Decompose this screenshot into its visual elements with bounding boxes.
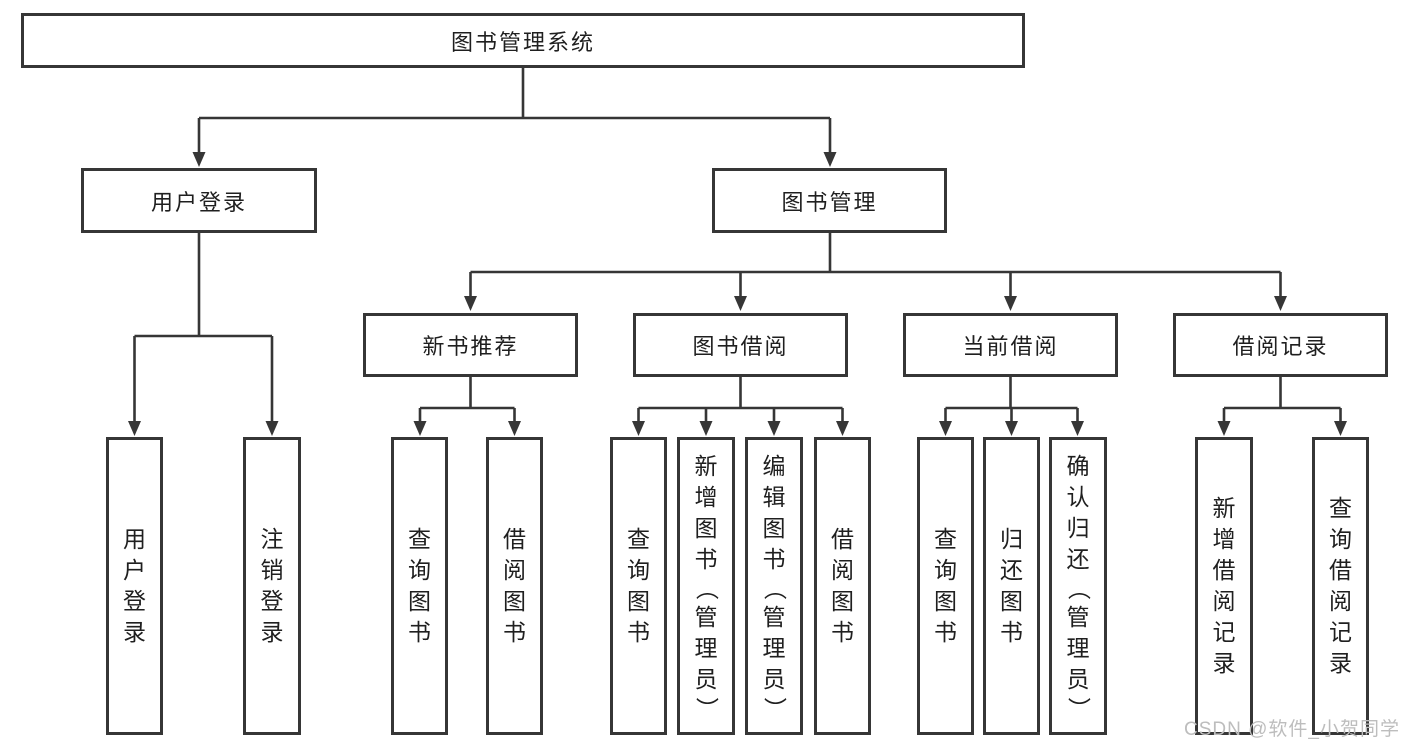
leaf-add-book-admin-label: 新增图书（管理员） [693, 452, 720, 720]
node-user-login-label: 用户登录 [150, 189, 247, 215]
node-root: 图书管理系统 [21, 13, 1025, 68]
leaf-edit-book-admin: 编辑图书（管理员） [745, 437, 803, 735]
leaf-borrow-books-2-label: 借阅图书 [831, 526, 854, 645]
leaf-confirm-return-admin-label: 确认归还（管理员） [1065, 452, 1092, 720]
leaf-add-borrow-record-label: 新增借阅记录 [1212, 495, 1236, 676]
leaf-return-book: 归还图书 [983, 437, 1040, 735]
arrowhead-icons [128, 152, 1347, 436]
leaf-borrow-books-1-label: 借阅图书 [503, 526, 526, 645]
node-borrowing-records-label: 借阅记录 [1232, 334, 1329, 359]
leaf-query-books-2-label: 查询图书 [627, 526, 650, 645]
watermark-text: CSDN @软件_小贺同学 [1184, 719, 1400, 740]
leaf-query-books-1-label: 查询图书 [408, 526, 431, 645]
leaf-confirm-return-admin: 确认归还（管理员） [1049, 437, 1107, 735]
node-book-borrowing: 图书借阅 [633, 313, 848, 377]
leaf-edit-book-admin-label: 编辑图书（管理员） [761, 452, 788, 720]
leaf-add-book-admin: 新增图书（管理员） [677, 437, 735, 735]
leaf-borrow-books-1: 借阅图书 [486, 437, 543, 735]
node-book-borrowing-label: 图书借阅 [692, 334, 789, 359]
leaf-query-borrow-record: 查询借阅记录 [1312, 437, 1369, 735]
leaf-query-books-2: 查询图书 [610, 437, 667, 735]
leaf-query-books-3: 查询图书 [917, 437, 974, 735]
node-book-management: 图书管理 [712, 168, 947, 233]
node-user-login: 用户登录 [81, 168, 317, 233]
node-root-label: 图书管理系统 [450, 29, 595, 55]
leaf-user-login: 用户登录 [106, 437, 163, 735]
node-new-book-recommend: 新书推荐 [363, 313, 578, 377]
leaf-query-books-1: 查询图书 [391, 437, 448, 735]
leaf-user-login-label: 用户登录 [123, 526, 146, 645]
node-book-management-label: 图书管理 [781, 189, 878, 215]
node-current-borrowing-label: 当前借阅 [962, 334, 1059, 359]
leaf-borrow-books-2: 借阅图书 [814, 437, 871, 735]
node-new-book-recommend-label: 新书推荐 [422, 334, 519, 359]
leaf-query-books-3-label: 查询图书 [934, 526, 957, 645]
leaf-query-borrow-record-label: 查询借阅记录 [1329, 495, 1352, 676]
node-borrowing-records: 借阅记录 [1173, 313, 1388, 377]
leaf-return-book-label: 归还图书 [1000, 526, 1023, 645]
leaf-logout: 注销登录 [243, 437, 301, 735]
leaf-add-borrow-record: 新增借阅记录 [1195, 437, 1253, 735]
node-current-borrowing: 当前借阅 [903, 313, 1118, 377]
leaf-logout-label: 注销登录 [260, 526, 284, 645]
